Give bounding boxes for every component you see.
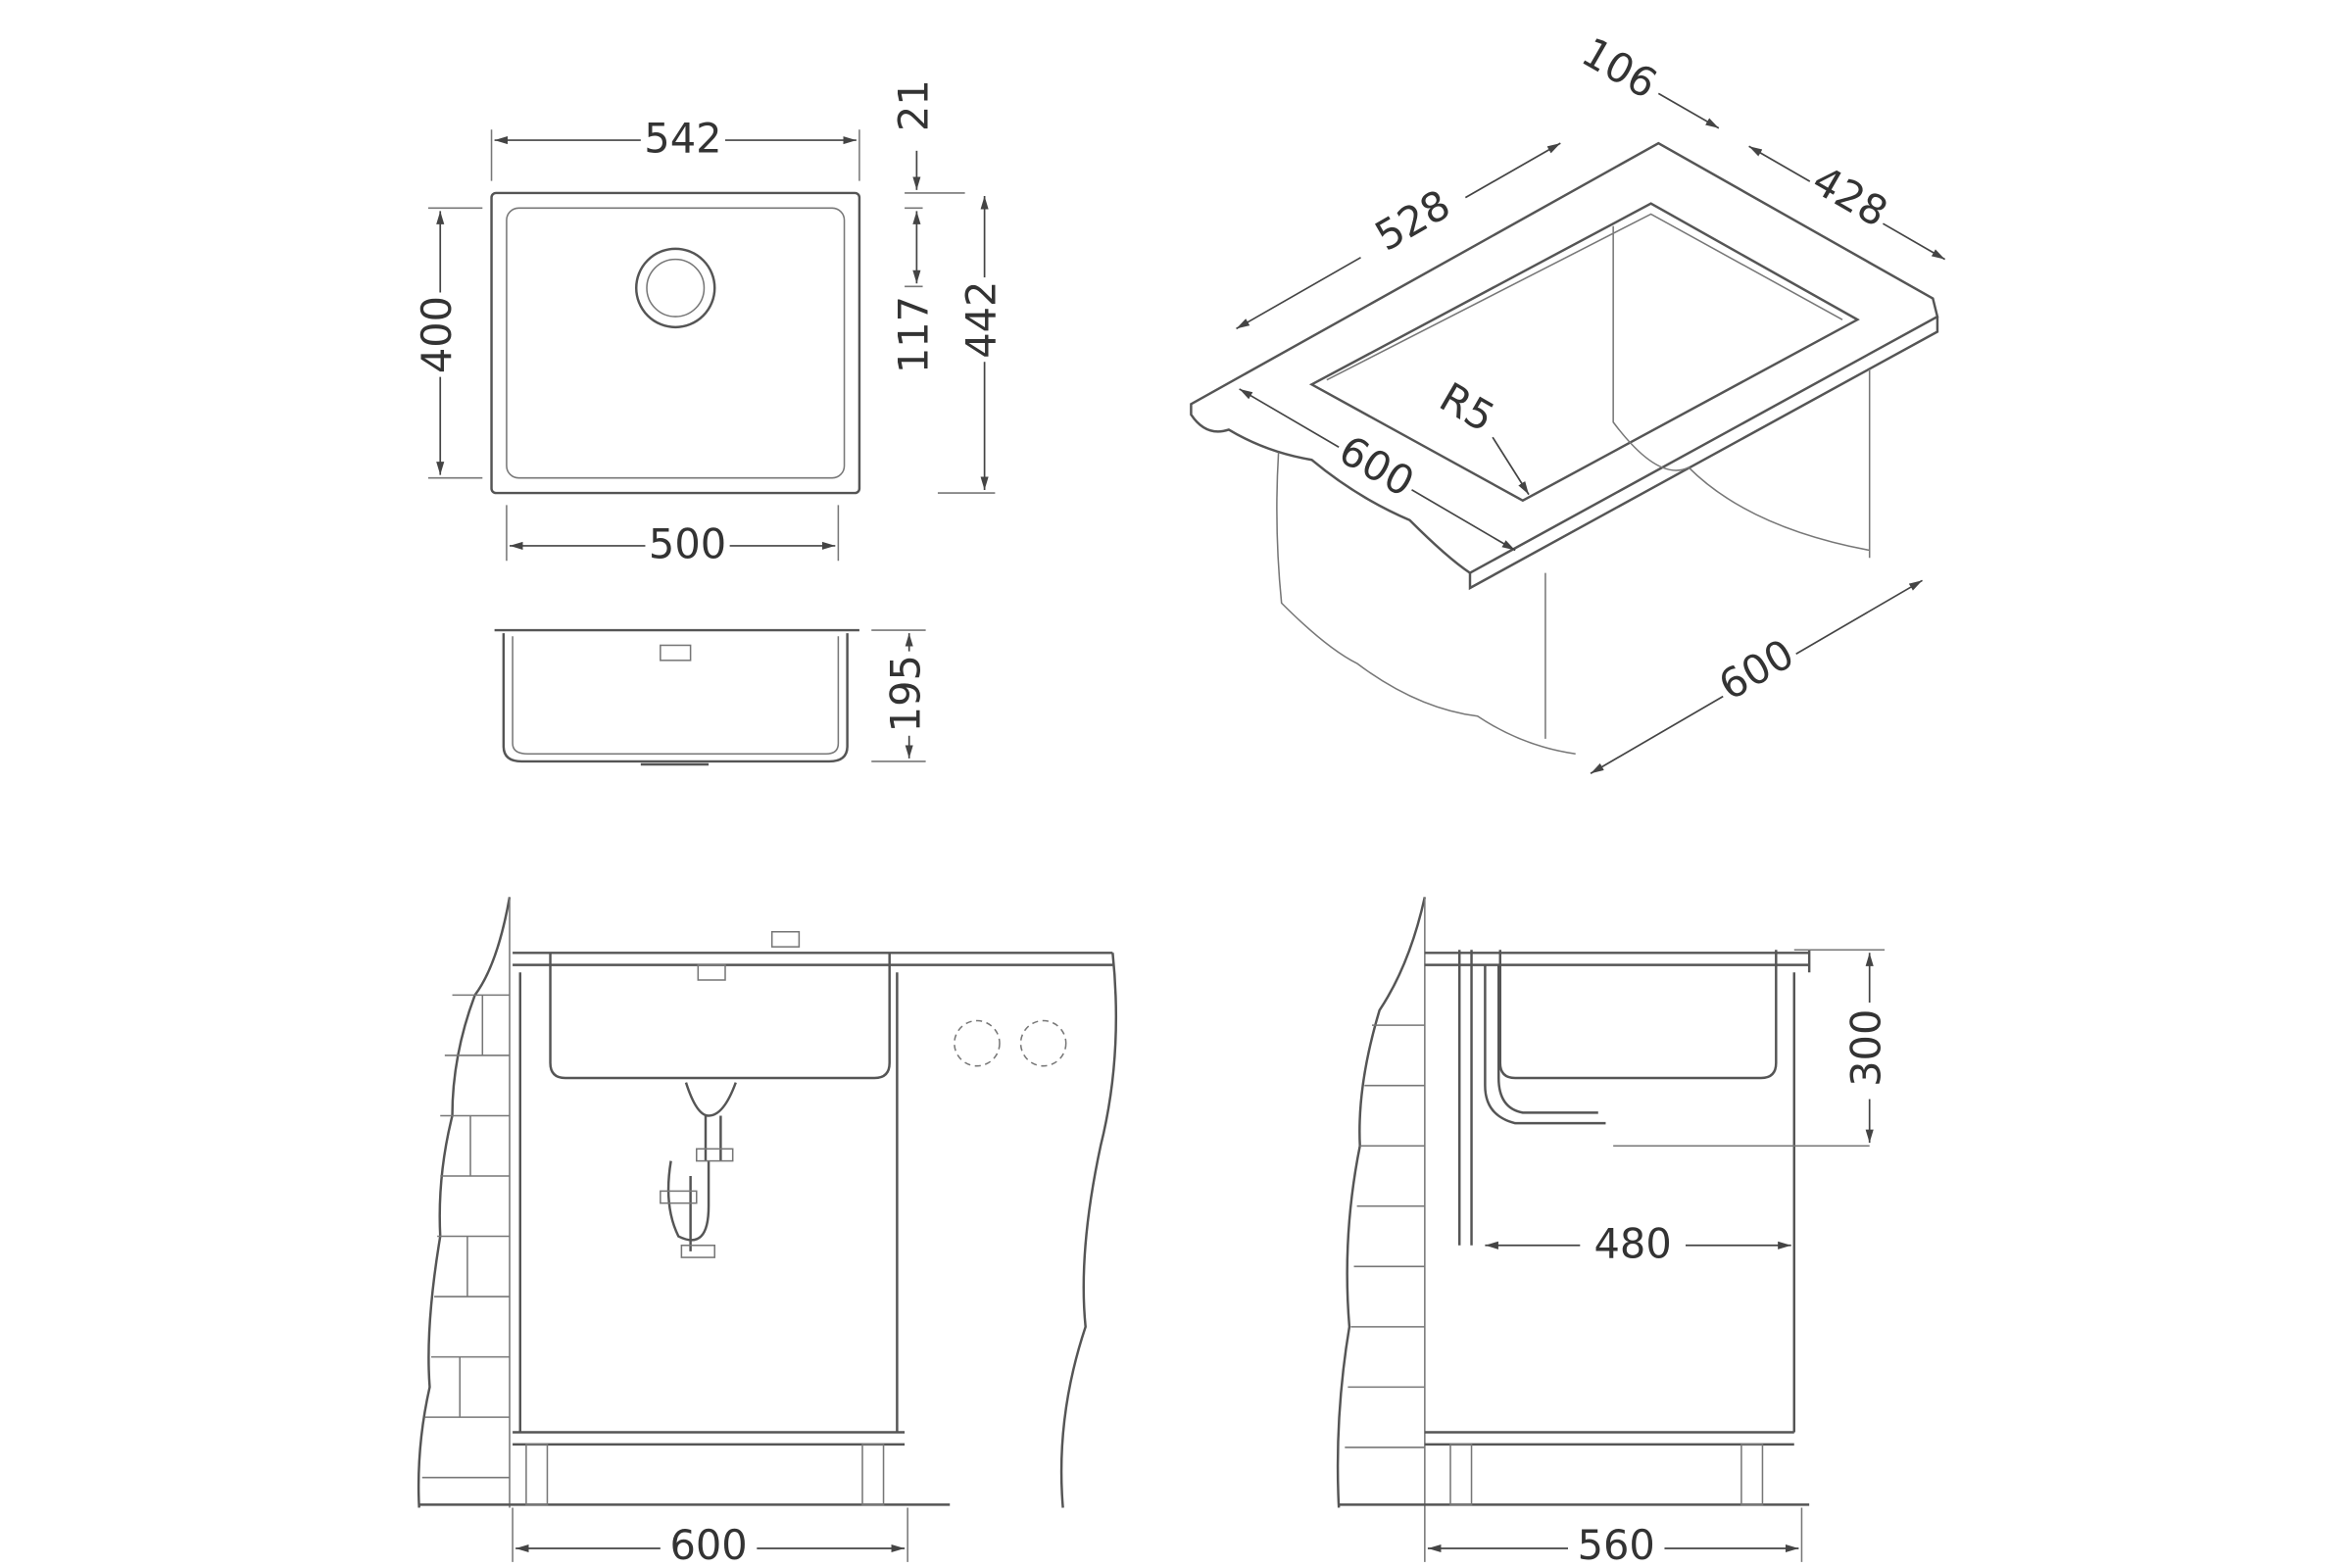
dim-600-front: 600	[669, 1521, 747, 1568]
dashed-circle	[954, 1019, 1001, 1067]
dim-560: 560	[1578, 1521, 1655, 1568]
top-view: 542 500 400 21 117 442	[413, 79, 1004, 567]
sink-outer-rim	[490, 191, 861, 495]
sink-bowl	[506, 207, 846, 479]
dim-300: 300	[1842, 1009, 1890, 1087]
dim-117: 117	[889, 296, 937, 373]
dim-480: 480	[1594, 1219, 1672, 1267]
dim-542: 542	[644, 115, 721, 163]
iso-view: 528 106 428 600 R5 600	[1190, 27, 1946, 774]
drain-icon	[635, 247, 716, 329]
side-elevation: 300 480 560	[1336, 897, 1890, 1568]
dim-195: 195	[882, 655, 930, 732]
dim-400: 400	[413, 296, 461, 373]
dashed-circle	[1019, 1019, 1067, 1067]
radius-label: R5	[1432, 372, 1502, 441]
dim-500: 500	[649, 519, 726, 567]
dim-21: 21	[889, 79, 937, 131]
front-elevation: 600	[416, 897, 1118, 1568]
dim-442: 442	[957, 281, 1005, 359]
section-view: 195	[494, 628, 930, 766]
dim-106: 106	[1574, 27, 1665, 108]
